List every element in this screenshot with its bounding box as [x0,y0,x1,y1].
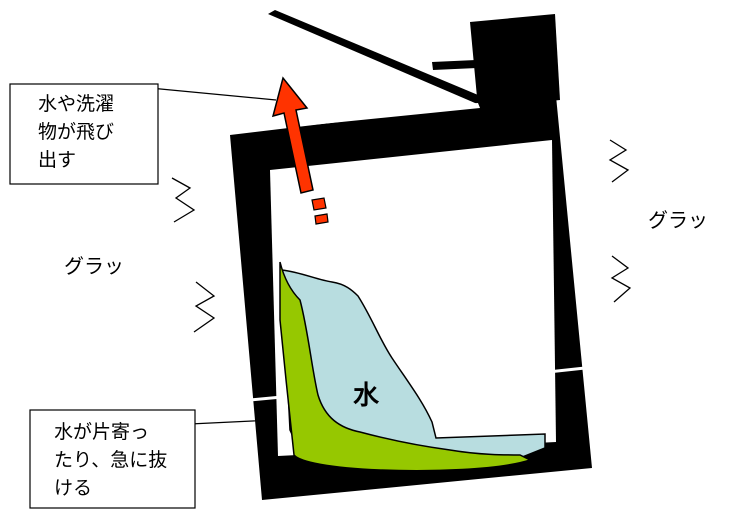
callout-bottom-line-3: ける [54,477,92,499]
callout-bottom-box [29,409,196,509]
callout-top-line-3: 出す [38,149,76,171]
callout-bottom-line-1: 水が片寄っ [54,421,149,443]
laundry-shape [279,261,532,472]
machine-seam-left [249,395,283,402]
shake-lines-right-top [608,139,630,183]
arrow-dash-1 [311,197,327,211]
arrow-dash-2 [314,213,329,225]
callout-top: 水や洗濯 物が飛び 出す [9,83,277,185]
callout-top-line-1: 水や洗濯 [38,93,114,115]
callout-top-leader [149,87,277,101]
callout-bottom-leader [189,419,275,425]
callout-top-box [9,83,159,185]
machine-control-tower [470,14,560,108]
callout-top-line-2: 物が飛び [38,121,114,143]
shake-lines-right-bottom [610,255,632,303]
machine-seam-right [547,366,586,374]
callout-bottom: 水が片寄っ たり、急に抜 ける [29,409,275,509]
fly-out-arrow [271,76,329,225]
machine-lid [268,10,490,106]
callout-bottom-line-2: たり、急に抜 [54,449,167,471]
shake-label-right: グラッ [648,208,708,232]
shake-lines-left-top [171,177,196,223]
water-shape [281,269,546,459]
shake-label-left: グラッ [64,254,124,278]
arrow-head [271,76,314,194]
shake-lines-left-bottom [193,281,216,333]
water-label: 水 [353,381,380,411]
machine-handle [432,60,477,70]
